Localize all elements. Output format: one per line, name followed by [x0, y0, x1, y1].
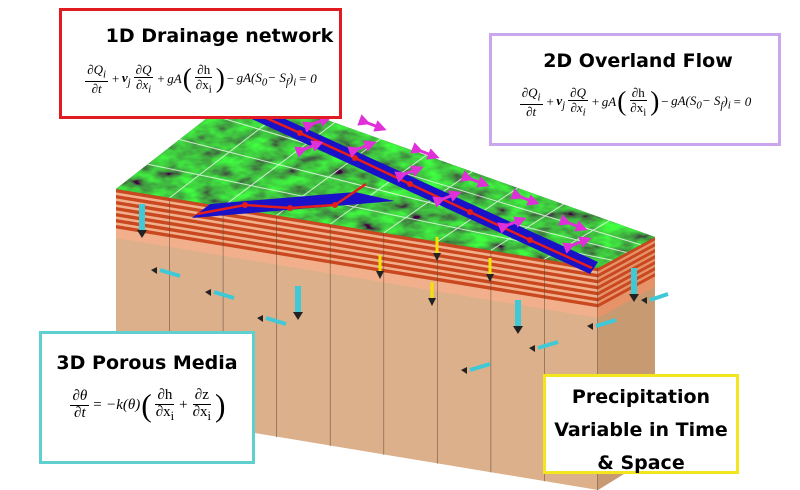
soil-layer	[598, 243, 655, 278]
stream-node	[467, 209, 473, 215]
overland-flow-arrow-icon	[302, 115, 332, 133]
precipitation-arrow-icon	[428, 282, 436, 306]
soil-layer	[116, 213, 598, 296]
subsurface-flow-arrow-icon	[529, 340, 559, 352]
soil-layer	[598, 261, 655, 296]
porous-media-title: 3D Porous Media	[56, 352, 238, 374]
subsurface-flow-arrow-icon	[205, 289, 235, 300]
soil-layer	[116, 195, 598, 278]
vertical-infiltration-arrow-icon	[293, 286, 303, 320]
overland-flow-arrow-icon	[497, 216, 527, 234]
precipitation-line-3: & Space	[597, 452, 685, 474]
overland-flow-arrow-icon	[294, 140, 324, 158]
subsurface-flow-arrows	[137, 204, 669, 374]
precipitation-arrow-icon	[486, 258, 494, 282]
stream-node	[407, 181, 413, 187]
subsurface-flow-arrow-icon	[151, 267, 181, 278]
vertical-infiltration-arrow-icon	[137, 204, 147, 238]
overland-flow-arrow-icon	[562, 236, 592, 254]
soil-layer	[116, 201, 598, 284]
stream-node	[242, 202, 248, 208]
drainage-equation: ∂Qi∂t + vj ∂Q∂xi + gA (∂h∂xi) − gA(S0− S…	[85, 62, 317, 96]
porous-media-3d-box: 3D Porous Media ∂θ∂t = −k(θ) ( ∂h∂xi + ∂…	[39, 331, 255, 464]
soil-layer	[116, 219, 598, 302]
precipitation-box: Precipitation Variable in Time & Space	[543, 374, 739, 474]
overland-flow-arrow-icon	[410, 142, 440, 160]
subsurface-flow-arrow-icon	[257, 315, 287, 326]
overland-flow-arrow-icon	[347, 140, 377, 158]
stream-node	[297, 130, 303, 136]
subsurface-flow-arrow-icon	[587, 318, 617, 330]
stream-node	[287, 205, 293, 211]
vertical-infiltration-arrow-icon	[629, 268, 639, 302]
soil-layer	[598, 273, 655, 308]
richards-equation: ∂θ∂t = −k(θ) ( ∂h∂xi + ∂z∂xi )	[70, 387, 226, 423]
precipitation-arrow-icon	[433, 237, 441, 261]
stream-node	[527, 237, 533, 243]
overland-flow-title: 2D Overland Flow	[543, 50, 733, 72]
overland-flow-arrow-icon	[558, 214, 588, 232]
drainage-network-title: 1D Drainage network	[105, 25, 334, 47]
precipitation-arrow-icon	[376, 255, 384, 279]
precipitation-line-2: Variable in Time	[554, 419, 728, 441]
stream-node	[352, 155, 358, 161]
overland-flow-arrow-icon	[460, 170, 490, 188]
overland-flow-2d-box: 2D Overland Flow ∂Qi∂t + vj ∂Q∂xi + gA (…	[489, 33, 781, 146]
soil-layer	[598, 237, 655, 272]
overland-flow-arrow-icon	[394, 165, 424, 183]
overland-equation: ∂Qi∂t + vj ∂Q∂xi + gA (∂h∂xi) − gA(S0− S…	[519, 85, 752, 119]
soil-layer	[598, 255, 655, 290]
overland-flow-arrow-icon	[432, 190, 462, 208]
overland-flow-arrow-icon	[357, 114, 387, 132]
drainage-network-1d-box: 1D Drainage network ∂Qi∂t + vj ∂Q∂xi + g…	[59, 8, 342, 119]
overland-flow-arrow-icon	[510, 188, 540, 206]
soil-layer	[598, 249, 655, 284]
soil-layer	[116, 207, 598, 290]
subsurface-flow-arrow-icon	[461, 362, 491, 374]
overland-flow-arrows	[294, 114, 592, 254]
precipitation-line-1: Precipitation	[571, 386, 711, 408]
soil-layer	[598, 267, 655, 302]
soil-layer	[116, 225, 598, 308]
stream-node	[332, 202, 338, 208]
subsurface-flow-arrow-icon	[641, 292, 669, 304]
vertical-infiltration-arrow-icon	[513, 300, 523, 334]
precipitation-arrows	[376, 237, 494, 306]
